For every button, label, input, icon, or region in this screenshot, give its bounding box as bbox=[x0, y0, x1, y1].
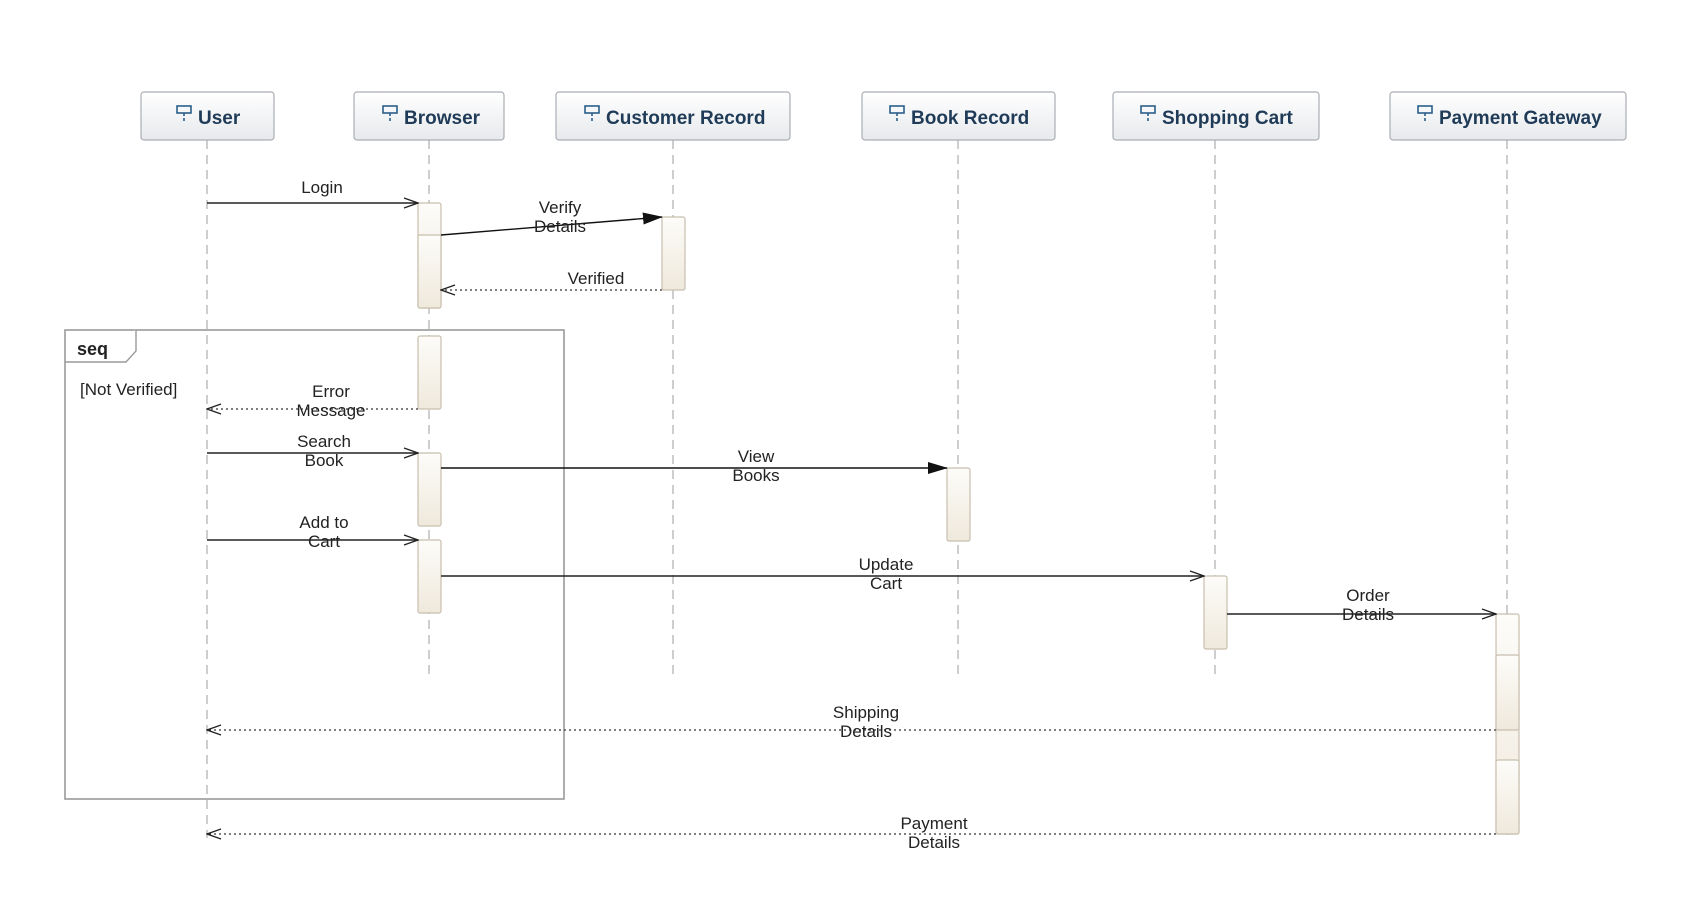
message-shipping-details-label-2: Details bbox=[840, 722, 892, 741]
lifeline-header-cart[interactable]: Shopping Cart bbox=[1112, 91, 1320, 141]
message-login-label: Login bbox=[301, 178, 343, 197]
message-order-details-label-1: Order bbox=[1346, 586, 1390, 605]
message-search-book-label-1: Search bbox=[297, 432, 351, 451]
message-search-book[interactable]: Search Book bbox=[207, 432, 418, 470]
message-shipping-details-label-1: Shipping bbox=[833, 703, 899, 722]
lifeline-header-payment[interactable]: Payment Gateway bbox=[1389, 91, 1627, 141]
message-view-books-label-1: View bbox=[738, 447, 775, 466]
lifeline-header-browser-label: Browser bbox=[404, 108, 481, 129]
lifeline-pin-icon bbox=[584, 105, 600, 122]
message-error-message-label-1: Error bbox=[312, 382, 350, 401]
seq-fragment-guard: [Not Verified] bbox=[80, 380, 177, 399]
message-view-books[interactable]: View Books bbox=[441, 447, 948, 485]
message-verify-details-arrow bbox=[440, 212, 663, 236]
activation-payment-3 bbox=[1495, 759, 1520, 835]
message-update-cart[interactable]: Update Cart bbox=[441, 555, 1204, 593]
lifeline-pin-icon bbox=[1417, 105, 1433, 122]
lifeline-headers: User Browser Customer Record Book R bbox=[140, 91, 1627, 141]
lifeline-pin-icon bbox=[889, 105, 905, 122]
activation-browser-3 bbox=[417, 452, 442, 527]
activation-browser-1b bbox=[417, 234, 442, 309]
activation-browser-2 bbox=[417, 335, 442, 410]
lifeline-header-payment-label: Payment Gateway bbox=[1439, 108, 1602, 129]
activation-browser-4 bbox=[417, 539, 442, 614]
seq-fragment-label-box bbox=[65, 330, 137, 363]
activation-customer bbox=[661, 216, 686, 291]
message-shipping-details[interactable]: Shipping Details bbox=[207, 703, 1496, 741]
message-update-cart-label-2: Cart bbox=[870, 574, 902, 593]
message-payment-details[interactable]: Payment Details bbox=[207, 814, 1496, 852]
message-verify-details-label-1: Verify bbox=[539, 198, 582, 217]
lifeline-header-user[interactable]: User bbox=[140, 91, 275, 141]
message-search-book-label-2: Book bbox=[305, 451, 344, 470]
message-update-cart-label-1: Update bbox=[859, 555, 914, 574]
seq-fragment-keyword: seq bbox=[77, 339, 108, 359]
lifeline-header-customer-label: Customer Record bbox=[606, 108, 765, 129]
message-verified[interactable]: Verified bbox=[441, 269, 662, 290]
activation-book bbox=[946, 467, 971, 542]
message-error-message[interactable]: Error Message bbox=[207, 382, 418, 420]
lifeline-header-cart-label: Shopping Cart bbox=[1162, 108, 1294, 129]
message-verify-details[interactable]: Verify Details bbox=[440, 198, 663, 236]
lifeline-pin-icon bbox=[176, 105, 192, 122]
lifeline-header-user-label: User bbox=[198, 108, 241, 129]
activation-bars bbox=[417, 202, 1520, 835]
message-add-to-cart-label-1: Add to bbox=[299, 513, 348, 532]
message-verify-details-label-2: Details bbox=[534, 217, 586, 236]
message-login[interactable]: Login bbox=[207, 178, 418, 203]
message-add-to-cart[interactable]: Add to Cart bbox=[207, 513, 418, 551]
activation-cart bbox=[1203, 575, 1228, 650]
lifeline-pin-icon bbox=[382, 105, 398, 122]
seq-fragment-frame bbox=[64, 329, 565, 800]
messages: Login Verify Details Verified Error Mess… bbox=[207, 178, 1496, 852]
message-payment-details-label-2: Details bbox=[908, 833, 960, 852]
lifeline-header-customer[interactable]: Customer Record bbox=[555, 91, 791, 141]
seq-fragment[interactable]: seq [Not Verified] bbox=[64, 329, 565, 800]
activation-payment-2 bbox=[1495, 654, 1520, 731]
lifeline-pin-icon bbox=[1140, 105, 1156, 122]
lifeline-header-browser[interactable]: Browser bbox=[353, 91, 505, 141]
message-verified-label: Verified bbox=[568, 269, 625, 288]
message-payment-details-label-1: Payment bbox=[900, 814, 967, 833]
lifeline-header-book-label: Book Record bbox=[911, 108, 1029, 129]
lifeline-header-book[interactable]: Book Record bbox=[861, 91, 1056, 141]
message-error-message-label-2: Message bbox=[297, 401, 366, 420]
message-order-details[interactable]: Order Details bbox=[1227, 586, 1496, 624]
message-order-details-label-2: Details bbox=[1342, 605, 1394, 624]
message-add-to-cart-label-2: Cart bbox=[308, 532, 340, 551]
message-view-books-label-2: Books bbox=[732, 466, 779, 485]
